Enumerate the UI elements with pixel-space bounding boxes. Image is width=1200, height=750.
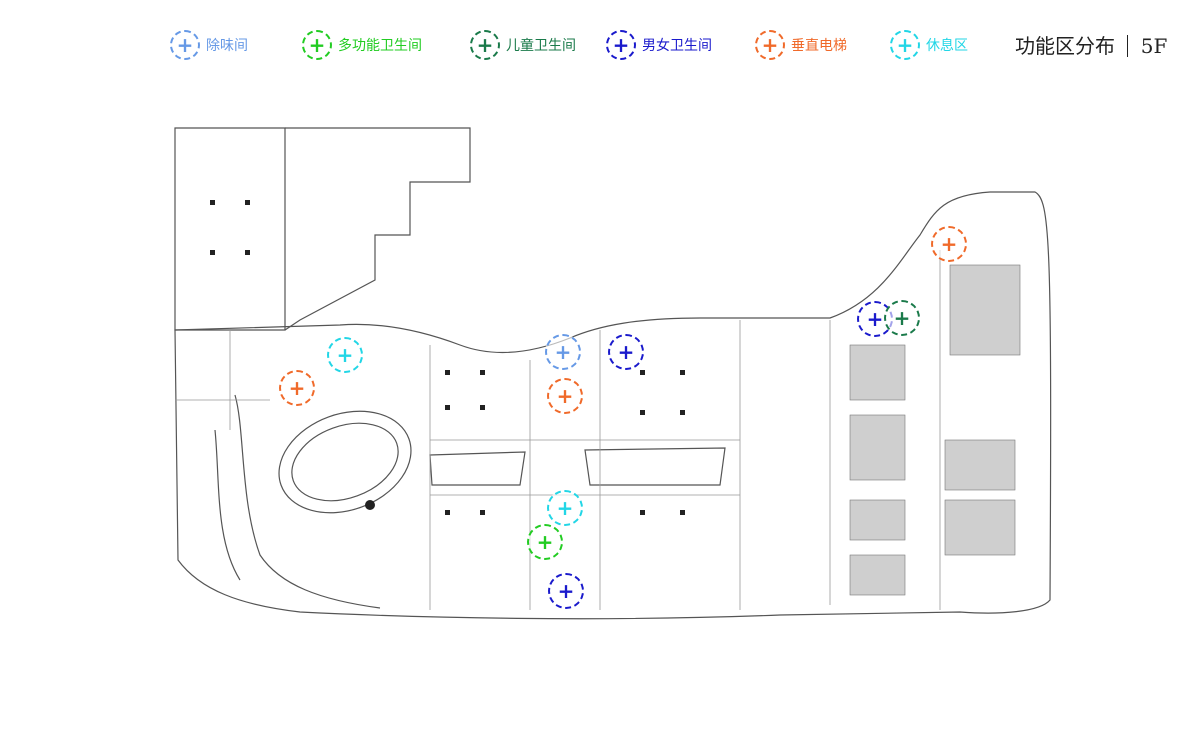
legend-label: 除味间 <box>206 38 248 54</box>
plus-marker-icon: + <box>470 30 500 60</box>
plus-marker-icon: + <box>890 30 920 60</box>
legend-label: 儿童卫生间 <box>506 38 576 54</box>
void-2 <box>584 447 726 486</box>
legend-children-restroom: + 儿童卫生间 <box>470 30 576 60</box>
title-name: 功能区分布 <box>1015 34 1115 58</box>
cinema-hall <box>949 264 1021 356</box>
cinema-hall <box>849 414 906 481</box>
legend-elevator: + 垂直电梯 <box>755 30 847 60</box>
plus-marker-icon: + <box>606 30 636 60</box>
elevator-marker[interactable]: + <box>279 370 315 406</box>
cinema-hall <box>944 439 1016 491</box>
restroom-marker[interactable]: + <box>548 573 584 609</box>
legend-rest-area: + 休息区 <box>890 30 968 60</box>
deodorize-room-marker[interactable]: + <box>545 334 581 370</box>
atrium <box>278 410 412 514</box>
legend-label: 休息区 <box>926 38 968 54</box>
void-1 <box>429 451 526 486</box>
legend: + 除味间 + 多功能卫生间 + 儿童卫生间 + 男女卫生间 + 垂直电梯 + … <box>0 30 1000 60</box>
rest-area-marker[interactable]: + <box>547 490 583 526</box>
cinema-hall <box>849 554 906 596</box>
legend-label: 多功能卫生间 <box>338 38 422 54</box>
accessible-restroom-marker[interactable]: + <box>527 524 563 560</box>
restroom-marker[interactable]: + <box>608 334 644 370</box>
cinema-hall <box>849 344 906 401</box>
title-divider <box>1127 35 1129 57</box>
legend-label: 垂直电梯 <box>791 38 847 54</box>
rest-area-marker[interactable]: + <box>327 337 363 373</box>
legend-accessible-restroom: + 多功能卫生间 <box>302 30 422 60</box>
building-outline-left <box>174 127 286 331</box>
legend-deodorize-room: + 除味间 <box>170 30 248 60</box>
legend-restroom: + 男女卫生间 <box>606 30 712 60</box>
floor-label: 5F <box>1140 34 1168 58</box>
page-title: 功能区分布 5F <box>1015 30 1167 59</box>
elevator-marker[interactable]: + <box>547 378 583 414</box>
cinema-hall <box>849 499 906 541</box>
plus-marker-icon: + <box>302 30 332 60</box>
cinema-hall <box>944 499 1016 556</box>
plus-marker-icon: + <box>170 30 200 60</box>
plus-marker-icon: + <box>755 30 785 60</box>
children-restroom-marker[interactable]: + <box>884 300 920 336</box>
building-outline-main <box>174 191 1052 620</box>
elevator-marker[interactable]: + <box>931 226 967 262</box>
legend-label: 男女卫生间 <box>642 38 712 54</box>
